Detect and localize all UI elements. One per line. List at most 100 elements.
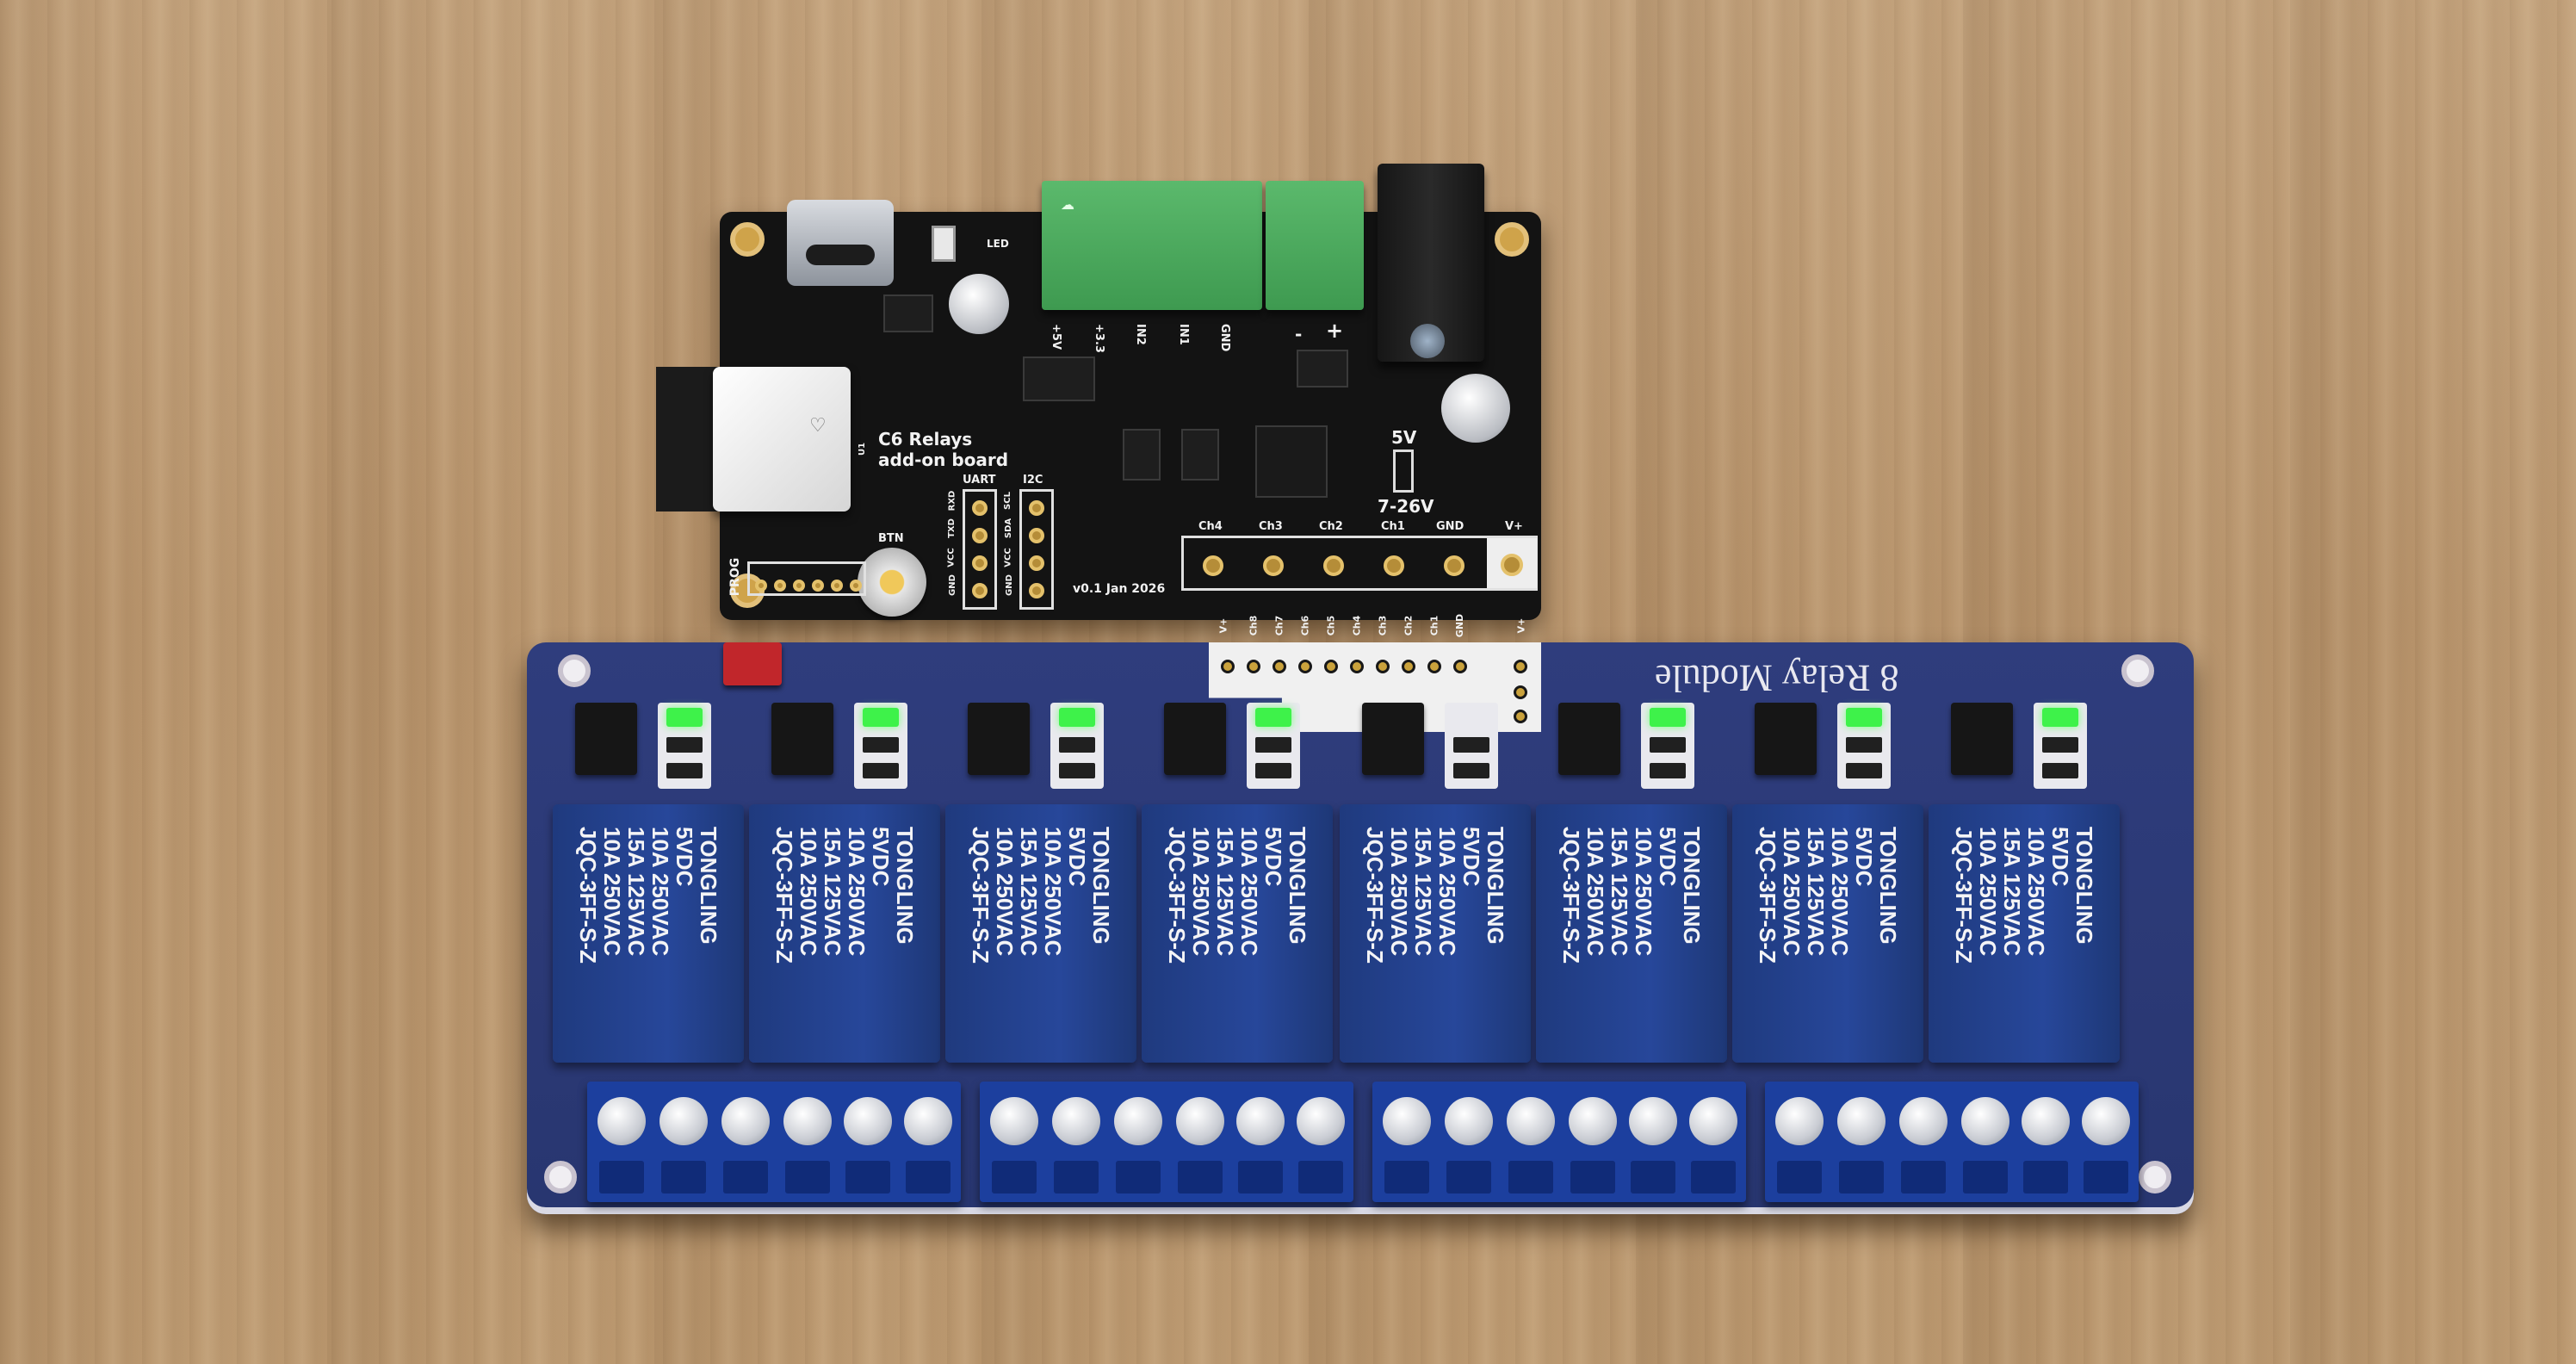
screw-icon[interactable] [1383, 1097, 1431, 1145]
relay-rating: 15A 125VAC [1607, 827, 1632, 957]
screw-icon[interactable] [659, 1097, 708, 1145]
screw-icon[interactable] [1569, 1097, 1617, 1145]
prog-header [747, 561, 866, 596]
relay: JQC-3FF-S-Z 10A 250VAC 15A 125VAC 10A 25… [1340, 804, 1531, 1063]
fuse [1393, 450, 1414, 493]
relay-brand: TONGLING [1285, 827, 1310, 945]
relay-channel: JQC-3FF-S-Z 10A 250VAC 15A 125VAC 10A 25… [1732, 703, 1930, 1202]
screw-icon[interactable] [1899, 1097, 1947, 1145]
relay-rating: 15A 125VAC [1212, 827, 1238, 957]
screw-icon[interactable] [1507, 1097, 1555, 1145]
header-pin-label: GND [1454, 613, 1466, 638]
screw-icon[interactable] [598, 1097, 646, 1145]
screw-icon[interactable] [783, 1097, 832, 1145]
optocoupler [1164, 703, 1226, 775]
relay-model: JQC-3FF-S-Z [1558, 827, 1584, 964]
relay-rating: 15A 125VAC [1999, 827, 2025, 957]
relay-voltage: 5VDC [672, 827, 697, 887]
status-led-pad [1050, 703, 1104, 789]
led-label: LED [987, 238, 1009, 250]
green-terminal-block: ☁ [1042, 181, 1262, 310]
screw-icon[interactable] [1236, 1097, 1285, 1145]
prog-label: PROG [728, 557, 743, 597]
relay-channel: JQC-3FF-S-Z 10A 250VAC 15A 125VAC 10A 25… [1929, 703, 2127, 1202]
terminal-label: +3.3 [1093, 324, 1105, 353]
screw-icon[interactable] [721, 1097, 770, 1145]
channel-led [863, 708, 899, 727]
usb-c-port [787, 200, 894, 286]
optocoupler [1755, 703, 1817, 775]
relay: JQC-3FF-S-Z 10A 250VAC 15A 125VAC 10A 25… [1142, 804, 1333, 1063]
optocoupler [1558, 703, 1620, 775]
mounting-hole [2139, 1161, 2171, 1194]
screw-icon[interactable] [844, 1097, 892, 1145]
relay-rating: 15A 125VAC [820, 827, 845, 957]
relay-rating: 15A 125VAC [623, 827, 649, 957]
mounting-hole [558, 654, 591, 687]
header-label: GND [1436, 520, 1464, 533]
relay-rating: 10A 250VAC [1975, 827, 2001, 957]
i2c-header [1019, 489, 1054, 610]
uart-label: UART [963, 474, 996, 487]
header-pin-label: Ch3 [1377, 615, 1389, 636]
terminal-label: - [1295, 324, 1303, 344]
relay-voltage: 5VDC [1655, 827, 1681, 887]
screw-icon[interactable] [1176, 1097, 1224, 1145]
optocoupler [1181, 429, 1219, 480]
relay-voltage: 5VDC [1064, 827, 1090, 887]
screw-icon[interactable] [990, 1097, 1038, 1145]
relay-voltage: 5VDC [1458, 827, 1484, 887]
relay: JQC-3FF-S-Z 10A 250VAC 15A 125VAC 10A 25… [553, 804, 744, 1063]
terminal-label: +5V [1050, 324, 1062, 350]
version-label: v0.1 Jan 2026 [1073, 582, 1166, 596]
screw-icon[interactable] [1689, 1097, 1737, 1145]
optocoupler [968, 703, 1030, 775]
screw-icon[interactable] [1629, 1097, 1677, 1145]
screw-icon[interactable] [1445, 1097, 1493, 1145]
screw-icon[interactable] [2022, 1097, 2070, 1145]
screw-icon[interactable] [1297, 1097, 1345, 1145]
screw-icon[interactable] [1775, 1097, 1824, 1145]
screw-icon[interactable] [2082, 1097, 2130, 1145]
status-led-pad [854, 703, 907, 789]
mounting-hole [730, 222, 765, 257]
header-pin-label: Ch8 [1248, 615, 1260, 636]
uart-pin-label: VCC [946, 548, 957, 567]
screw-icon[interactable] [1837, 1097, 1886, 1145]
screw-icon[interactable] [1961, 1097, 2009, 1145]
header-pin-label: Ch5 [1325, 615, 1337, 636]
header-pin-label: V+ [1217, 617, 1229, 634]
optocoupler [1951, 703, 2013, 775]
i2c-pin-label: SDA [1004, 518, 1014, 539]
header-pin-label: Ch1 [1428, 615, 1440, 636]
screw-icon[interactable] [1114, 1097, 1162, 1145]
board-title-line1: C6 Relays [878, 429, 973, 450]
i2c-pin-label: GND [1004, 574, 1014, 596]
esp-module-label: U1 [858, 442, 868, 456]
power-out-label: 5V [1391, 427, 1417, 448]
relay-brand: TONGLING [892, 827, 918, 945]
relay-board-title: 8 Relay Module [1655, 657, 1899, 699]
screw-icon[interactable] [904, 1097, 952, 1145]
channel-led [666, 708, 703, 727]
mounting-hole [544, 1161, 577, 1194]
screw-icon[interactable] [1052, 1097, 1100, 1145]
relay-brand: TONGLING [1875, 827, 1901, 945]
optocoupler [771, 703, 833, 775]
jumper[interactable] [723, 642, 782, 685]
header-label: Ch1 [1381, 520, 1405, 533]
prog-button[interactable] [858, 548, 926, 617]
relay-rating: 10A 250VAC [1188, 827, 1214, 957]
channel-led [1650, 708, 1686, 727]
header-label: Ch4 [1198, 520, 1223, 533]
terminal-label: IN1 [1177, 324, 1190, 345]
relay-rating: 10A 250VAC [1827, 827, 1853, 957]
relay: JQC-3FF-S-Z 10A 250VAC 15A 125VAC 10A 25… [1536, 804, 1727, 1063]
relay-channel: JQC-3FF-S-Z 10A 250VAC 15A 125VAC 10A 25… [1142, 703, 1340, 1202]
regulator-chip [1023, 356, 1095, 401]
relay-rating: 10A 250VAC [1631, 827, 1656, 957]
relay-voltage: 5VDC [868, 827, 894, 887]
controller-board: LED ♡ U1 ☁ +5V +3.3 IN2 IN1 GND - + C6 R… [656, 164, 1541, 620]
i2c-pin-label: SCL [1002, 492, 1012, 510]
status-led-pad [658, 703, 711, 789]
